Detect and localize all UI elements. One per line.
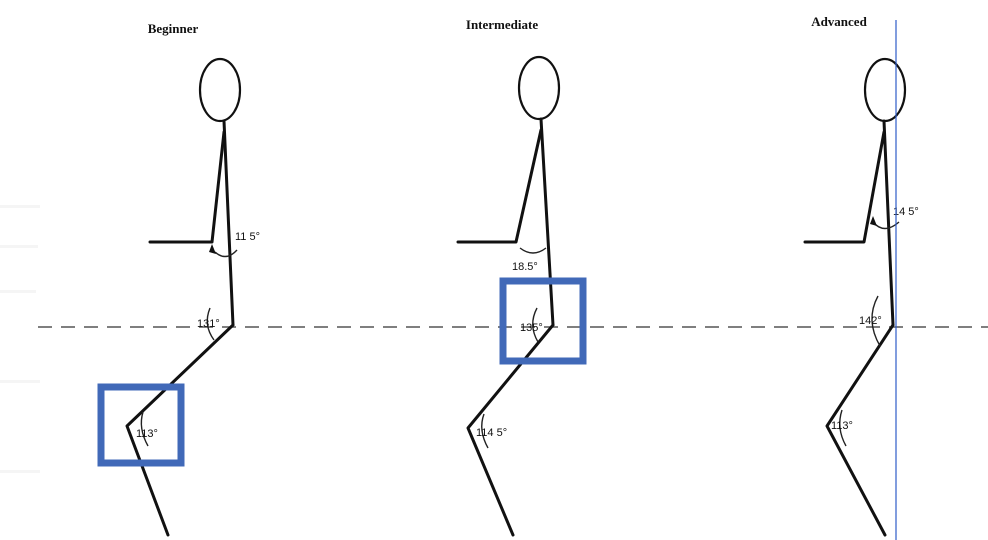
- figure-beginner: Beginner 11 5° 131° 113°: [97, 21, 260, 537]
- trunk-angle-beginner: 11 5°: [235, 231, 260, 243]
- arm-intermediate: [456, 128, 543, 244]
- knee-arc-intermediate: [481, 413, 489, 449]
- hip-angle-intermediate: 135°: [520, 322, 543, 334]
- knee-angle-beginner: 113°: [136, 428, 158, 440]
- leg-advanced: [825, 323, 895, 537]
- knee-angle-advanced: 113°: [831, 420, 853, 432]
- trunk-arc-intermediate: [519, 247, 547, 254]
- torso-beginner: [222, 119, 235, 327]
- head-advanced: [863, 57, 907, 123]
- level-title-beginner: Beginner: [148, 21, 199, 36]
- hip-angle-beginner: 131°: [197, 318, 220, 330]
- arm-advanced: [803, 130, 886, 244]
- trunk-arc-advanced: [872, 221, 900, 230]
- torso-advanced: [882, 119, 895, 327]
- torso-intermediate: [539, 117, 555, 327]
- knee-arc-advanced: [839, 409, 847, 447]
- highlight-box-intermediate-hip: [499, 277, 587, 365]
- figure-intermediate: Intermediate 18.5° 135° 114 5°: [456, 17, 587, 537]
- level-title-advanced: Advanced: [811, 14, 867, 29]
- knee-angle-intermediate: 114 5°: [476, 427, 507, 439]
- arm-beginner: [148, 130, 226, 244]
- background-artifacts: [0, 205, 40, 473]
- highlight-box-beginner-knee: [97, 383, 185, 467]
- trunk-arc-beginner: [214, 249, 238, 258]
- trunk-angle-advanced: 14 5°: [893, 206, 919, 218]
- figure-advanced: Advanced 14 5° 142° 113°: [803, 14, 919, 537]
- hip-angle-advanced: 142°: [859, 315, 882, 327]
- level-title-intermediate: Intermediate: [466, 17, 538, 32]
- head-beginner: [198, 57, 242, 123]
- hip-arc-advanced: [871, 295, 881, 347]
- hip-arc-beginner: [206, 307, 215, 341]
- hip-arc-intermediate: [532, 307, 539, 343]
- head-intermediate: [517, 55, 561, 121]
- leg-beginner: [125, 323, 235, 537]
- knee-arc-beginner: [140, 411, 149, 447]
- trunk-angle-intermediate: 18.5°: [512, 261, 538, 273]
